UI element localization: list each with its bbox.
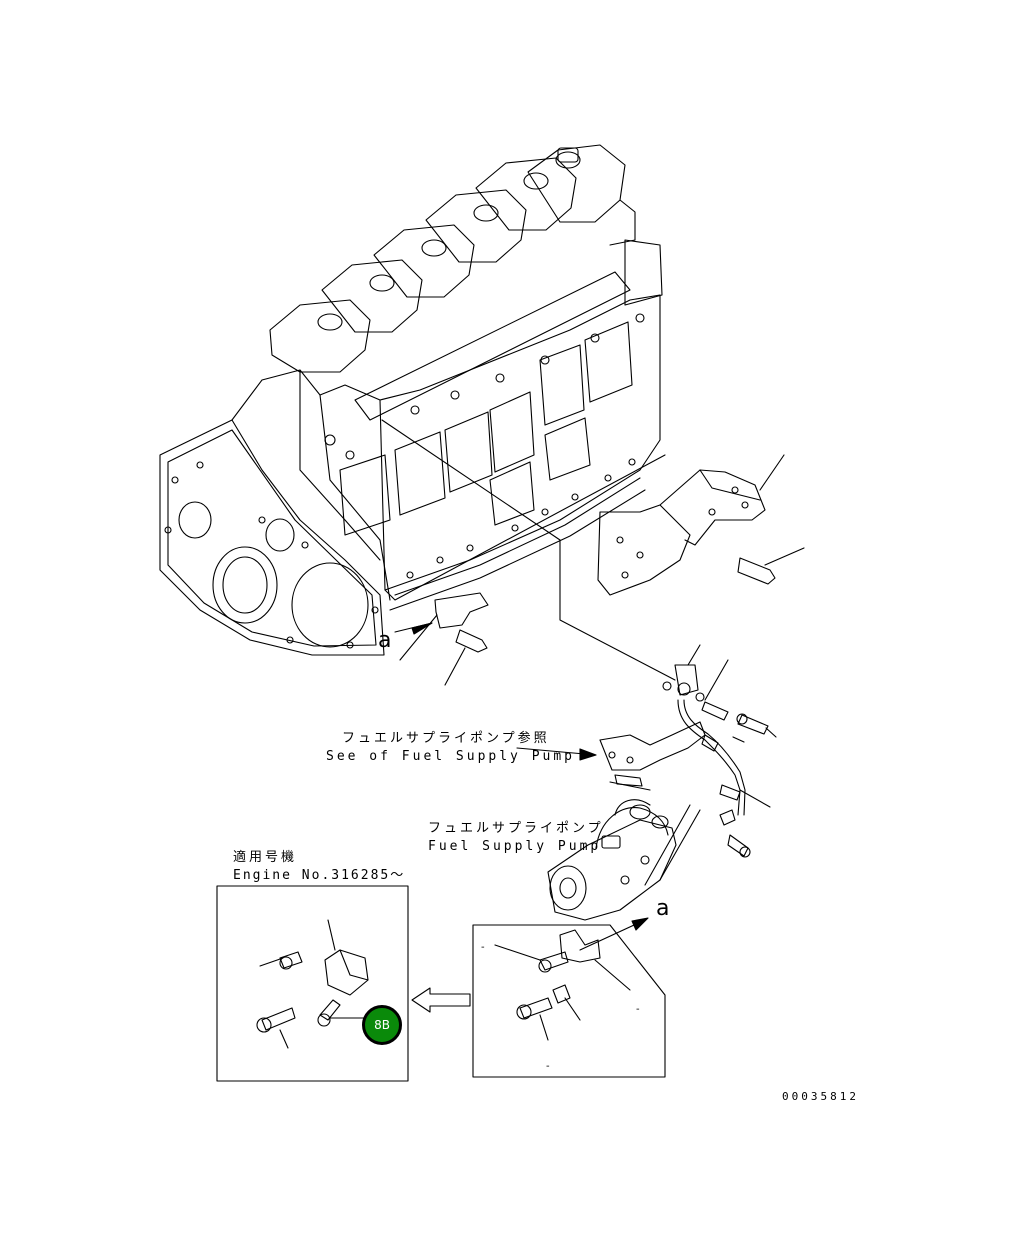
leader-line (382, 420, 675, 680)
pump-label-jp: フュエルサプライポンプ (428, 821, 604, 836)
document-number: 00035812 (782, 1090, 859, 1103)
dash-mark-2: - (636, 1004, 640, 1015)
pump-label-en: Fuel Supply Pump (428, 839, 602, 854)
part-badge[interactable]: 8B (362, 1005, 402, 1045)
pump-ref-label-jp: フュエルサプライポンプ参照 (342, 731, 550, 746)
detail-box-left (217, 886, 408, 1081)
support-bracket (598, 455, 804, 595)
pump-ref-label-en: See of Fuel Supply Pump (326, 749, 576, 764)
rocker-covers (270, 145, 662, 372)
transfer-arrow (412, 988, 470, 1012)
applicable-label-jp: 適用号機 (233, 850, 298, 865)
view-a-label-left: a (378, 628, 392, 653)
engine-number-label: Engine No.316285～ (233, 868, 406, 883)
engine-block (160, 145, 665, 655)
dash-mark-1: - (481, 942, 485, 953)
fuel-pipe-assembly (663, 645, 776, 857)
view-a-label-right: a (656, 896, 670, 921)
detail-box-right (473, 918, 665, 1077)
pump-ref-bracket (517, 722, 705, 790)
fuel-supply-pump (548, 800, 700, 920)
mount-bracket-left (395, 593, 488, 685)
dash-mark-3: - (546, 1061, 550, 1072)
